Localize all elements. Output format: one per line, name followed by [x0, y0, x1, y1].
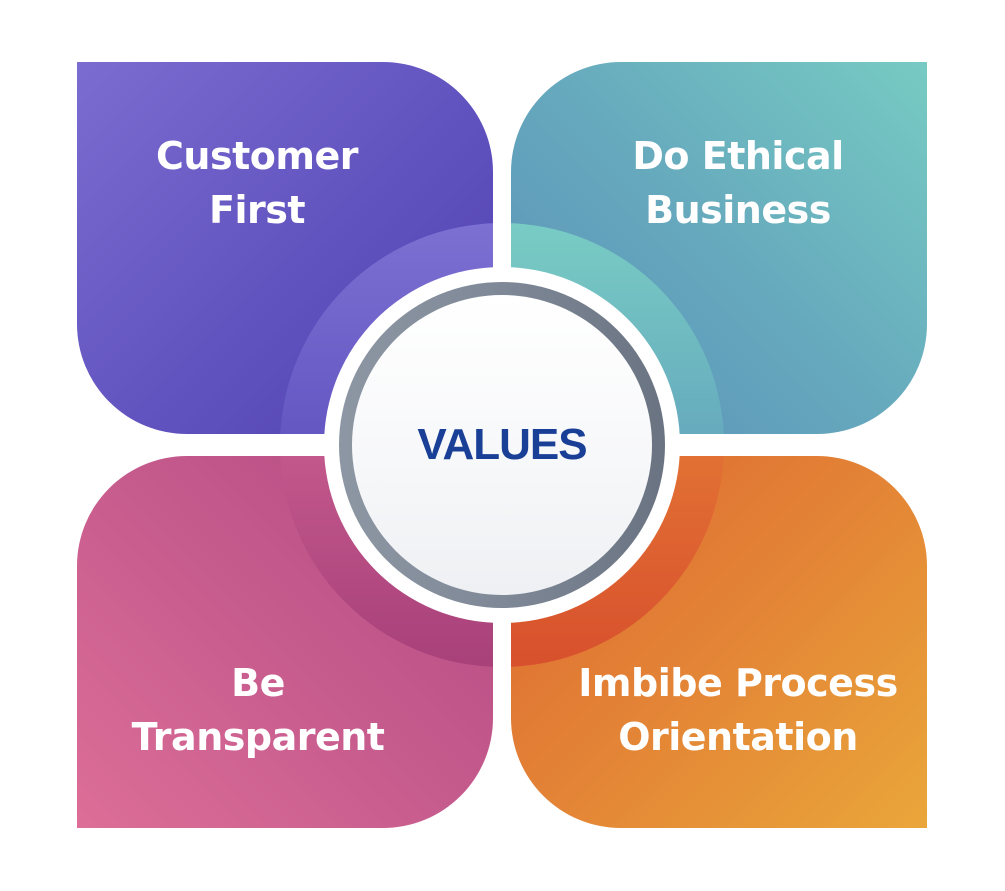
label-line: Transparent: [131, 715, 385, 759]
center-label: VALUES: [417, 420, 587, 469]
center-circle: VALUES: [352, 295, 652, 595]
label-line: Business: [645, 188, 831, 232]
label-line: First: [208, 188, 306, 232]
label-line: Do Ethical: [632, 134, 844, 178]
label-imbibe-process-orientation: Imbibe Process Orientation: [538, 656, 938, 764]
label-do-ethical-business: Do Ethical Business: [588, 129, 888, 237]
label-customer-first: Customer First: [107, 129, 407, 237]
label-line: Customer: [156, 134, 358, 178]
label-be-transparent: Be Transparent: [108, 656, 408, 764]
label-line: Orientation: [618, 715, 858, 759]
label-line: Be: [231, 661, 285, 705]
label-line: Imbibe Process: [578, 661, 898, 705]
